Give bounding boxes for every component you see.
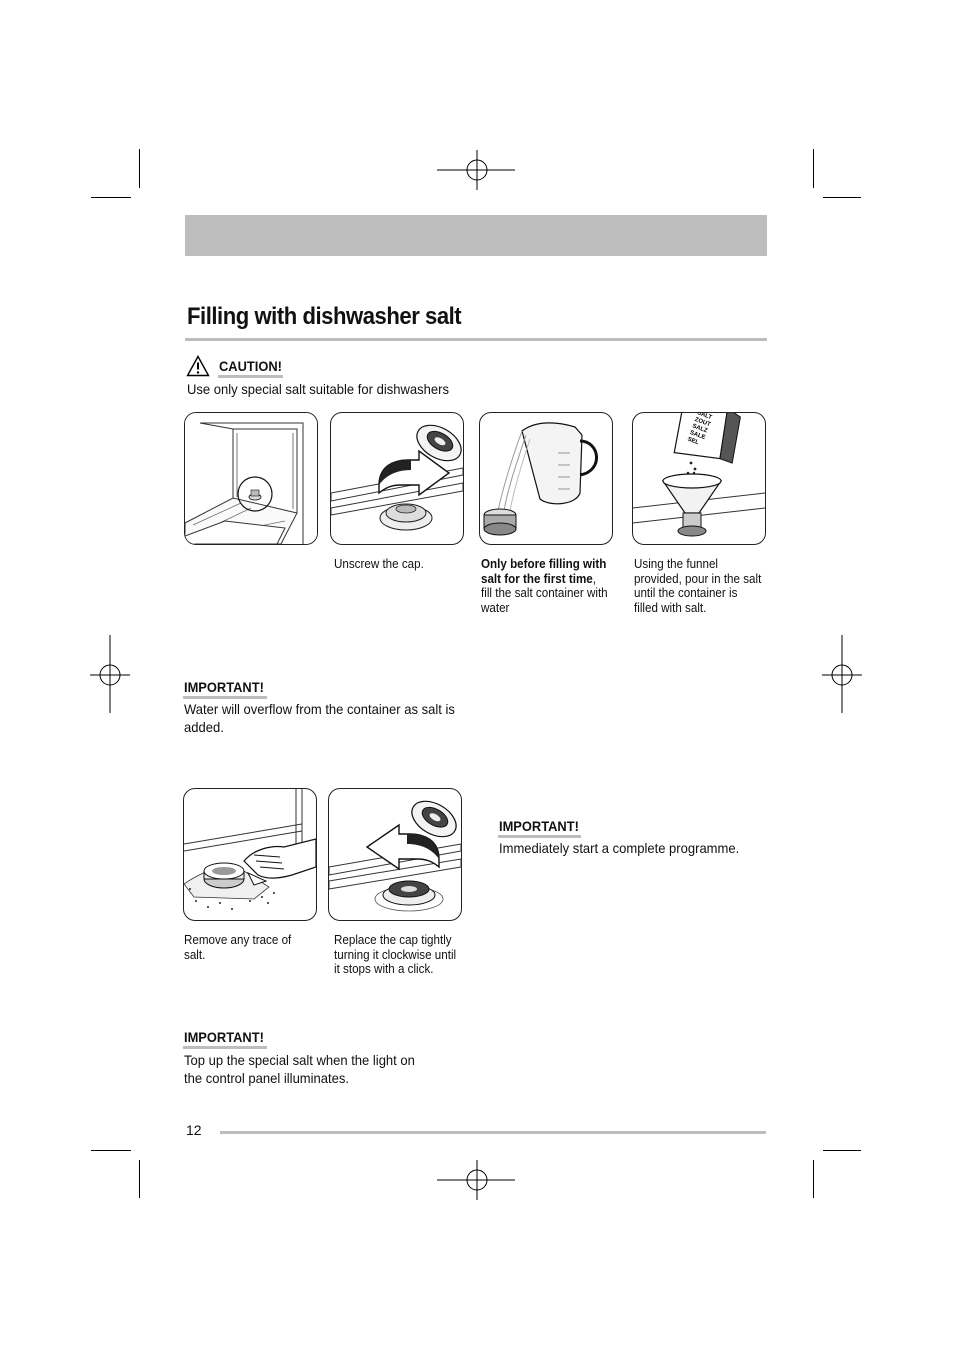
registration-mark-right — [822, 635, 862, 713]
figure-replace-cap — [328, 788, 462, 921]
salt-package-label-2: ZOUT — [694, 417, 712, 428]
caution-underline — [218, 375, 283, 378]
page-number: 12 — [186, 1122, 202, 1138]
caution-heading: CAUTION! — [219, 358, 282, 374]
caption-fill-water-rest: , fill the salt container with water — [481, 571, 608, 615]
important-underline-3 — [183, 1046, 267, 1049]
figure-fill-water — [479, 412, 613, 545]
registration-mark-left — [90, 635, 130, 713]
caption-unscrew-cap: Unscrew the cap. — [334, 557, 424, 571]
figure-remove-salt — [183, 788, 317, 921]
salt-package-label-3: SALZ — [691, 423, 708, 434]
figure-dishwasher-interior — [184, 412, 318, 545]
figure-unscrew-cap — [330, 412, 464, 545]
footer-rule — [220, 1131, 766, 1134]
salt-package-label-5: SEL — [687, 437, 700, 447]
salt-package-label-4: SALE — [689, 430, 706, 441]
important-heading-1: IMPORTANT! — [184, 679, 264, 695]
registration-mark-top — [437, 150, 515, 190]
important-heading-3: IMPORTANT! — [184, 1029, 264, 1045]
caption-fill-water-bold: Only before filling with salt for the fi… — [481, 557, 607, 586]
important-underline-2 — [498, 835, 581, 838]
header-band — [185, 215, 767, 256]
warning-triangle-icon — [186, 355, 210, 377]
title-rule — [185, 338, 767, 341]
caption-fill-water: Only before filling with salt for the fi… — [481, 557, 609, 615]
salt-package-label-1: SALT — [696, 413, 713, 421]
caption-replace-cap: Replace the cap tightly turning it clock… — [334, 933, 457, 976]
important-text-3: Top up the special salt when the light o… — [184, 1052, 415, 1086]
caption-funnel-salt: Using the funnel provided, pour in the s… — [634, 557, 762, 615]
figure-funnel-salt: SALT ZOUT SALZ SALE SEL — [632, 412, 766, 545]
important-text-2: Immediately start a complete programme. — [499, 840, 740, 856]
important-text-1: Water will overflow from the container a… — [184, 701, 455, 735]
important-underline-1 — [183, 696, 267, 699]
caption-remove-salt: Remove any trace of salt. — [184, 933, 292, 962]
important-heading-2: IMPORTANT! — [499, 818, 579, 834]
caution-text: Use only special salt suitable for dishw… — [187, 381, 449, 397]
page-title: Filling with dishwasher salt — [187, 303, 462, 330]
registration-mark-bottom — [437, 1160, 515, 1200]
